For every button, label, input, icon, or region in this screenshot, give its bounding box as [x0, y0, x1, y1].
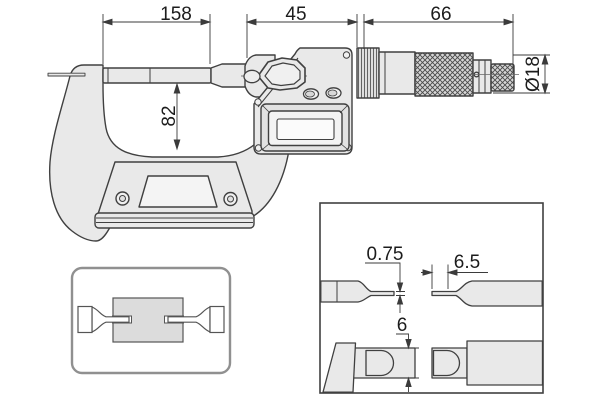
application-inset — [70, 266, 232, 375]
main-view — [47, 47, 519, 242]
dim-82: 82 — [159, 105, 180, 126]
body-housing — [241, 47, 353, 155]
detail-right-blade — [431, 280, 543, 307]
lock-nut — [243, 69, 261, 84]
detail-left-blade — [320, 280, 395, 303]
detail-dimensions — [365, 262, 488, 392]
heat-shield-plate — [94, 161, 255, 229]
body-screw-tl — [254, 98, 262, 106]
spindle-taper — [210, 63, 249, 88]
spindle — [102, 63, 249, 88]
blade-detail-box: 0.75 6.5 6 — [319, 202, 544, 394]
dimension-lines — [101, 14, 550, 151]
dimension-labels: 158 45 66 82 Ø18 — [159, 4, 544, 127]
plate-window — [138, 175, 218, 208]
dim-158: 158 — [160, 4, 192, 25]
dim-45: 45 — [285, 4, 306, 25]
lcd-display — [260, 103, 350, 152]
sleeve-knurl — [356, 47, 380, 99]
dim-66: 66 — [430, 4, 451, 25]
thimble-knurl — [414, 52, 474, 97]
spindle-lock — [241, 57, 307, 91]
sleeve — [378, 51, 416, 95]
left-blade-jaw — [77, 305, 130, 334]
dim-6-5: 6.5 — [454, 252, 480, 273]
right-blade-jaw — [167, 305, 225, 334]
dim-0-75: 0.75 — [367, 244, 404, 265]
body-screw-tr — [342, 51, 351, 59]
dim-6: 6 — [397, 315, 408, 336]
dim-dia18: Ø18 — [523, 56, 544, 92]
detail-right-shaft — [466, 340, 544, 386]
blade-anvil — [47, 72, 86, 77]
ratchet-cap — [490, 63, 515, 92]
detail-left-block — [322, 342, 357, 393]
